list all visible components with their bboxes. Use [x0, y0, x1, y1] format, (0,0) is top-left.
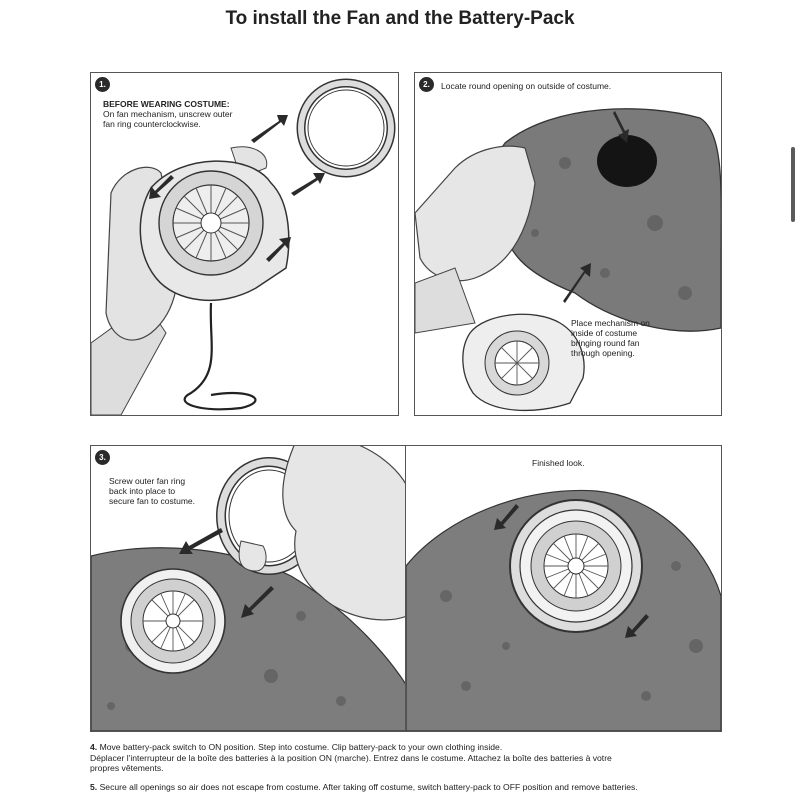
- instruction-list: 4. Move battery-pack switch to ON positi…: [90, 742, 730, 800]
- instruction-text: propres vêtements.: [90, 763, 164, 773]
- instruction-step-number: 4.: [90, 742, 97, 752]
- instruction-step-number: 5.: [90, 782, 97, 792]
- panel-4-caption: Finished look.: [532, 458, 652, 468]
- instruction-text: Secure all openings so air does not esca…: [100, 782, 638, 792]
- panel-2-caption-2-line: Place mechanism on: [571, 318, 650, 328]
- panel-2-caption-2: Place mechanism on inside of costume bri…: [571, 318, 711, 358]
- illustration-finished-fan: [406, 446, 721, 731]
- panel-2-caption-2-line: inside of costume: [571, 328, 637, 338]
- panel-1-caption: BEFORE WEARING COSTUME: On fan mechanism…: [103, 99, 273, 129]
- instruction-step-5: 5. Secure all openings so air does not e…: [90, 782, 730, 793]
- page-title: To install the Fan and the Battery-Pack: [0, 8, 800, 30]
- panel-3-caption: Screw outer fan ring back into place to …: [109, 476, 229, 506]
- step-number-1: 1.: [95, 77, 110, 92]
- panel-step-2: 2. Locate round opening on outside of co…: [414, 72, 722, 416]
- panel-2-caption: Locate round opening on outside of costu…: [441, 81, 711, 91]
- step-number-3: 3.: [95, 450, 110, 465]
- instruction-text: Move battery-pack switch to ON position.…: [100, 742, 503, 752]
- panel-step-3: 3. Screw outer fan ring back into place …: [90, 445, 408, 732]
- panel-1-heading: BEFORE WEARING COSTUME:: [103, 99, 230, 109]
- panel-1-caption-line: fan ring counterclockwise.: [103, 119, 201, 129]
- illustration-costume-opening: [415, 73, 721, 415]
- panel-step-1: 1. BEFORE WEARING COSTUME: On fan mechan…: [90, 72, 399, 416]
- panel-3-caption-line: Screw outer fan ring: [109, 476, 185, 486]
- instruction-text: Déplacer l'interrupteur de la boîte des …: [90, 753, 612, 763]
- panel-2-caption-2-line: bringing round fan: [571, 338, 640, 348]
- panel-2-caption-2-line: through opening.: [571, 348, 635, 358]
- step-number-2: 2.: [419, 77, 434, 92]
- panel-finished-look: Finished look.: [405, 445, 722, 732]
- scrollbar-thumb[interactable]: [791, 147, 795, 222]
- panel-3-caption-line: back into place to: [109, 486, 175, 496]
- panel-3-caption-line: secure fan to costume.: [109, 496, 195, 506]
- panel-1-caption-line: On fan mechanism, unscrew outer: [103, 109, 232, 119]
- instruction-step-4: 4. Move battery-pack switch to ON positi…: [90, 742, 730, 774]
